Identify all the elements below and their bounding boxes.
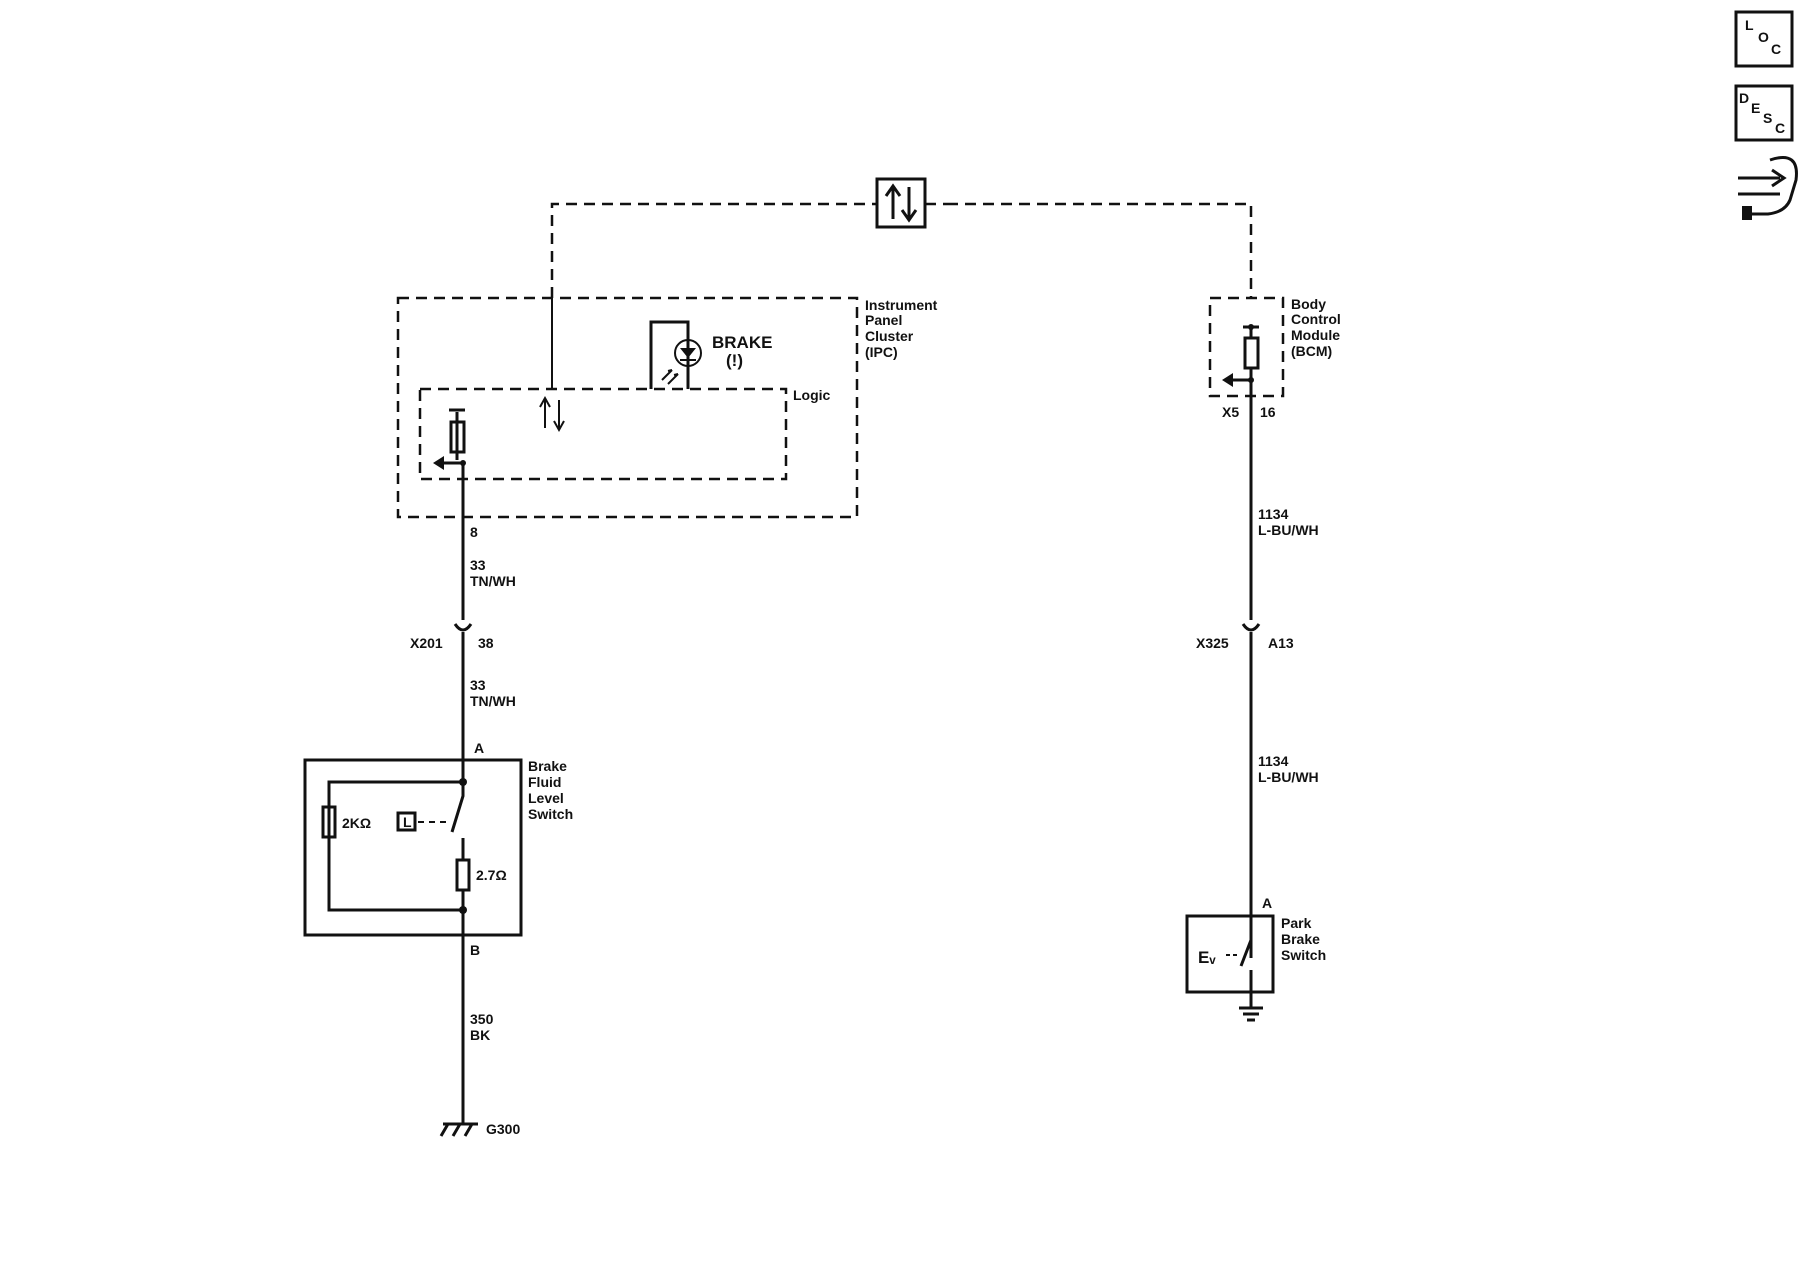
brake-fluid-internal-circuit xyxy=(321,778,471,914)
brake-fluid-title-1: Brake xyxy=(528,758,567,774)
park-brake-title: Park Brake Switch xyxy=(1281,915,1326,963)
bcm-title-line-1: Body xyxy=(1291,296,1326,312)
ground-label: G300 xyxy=(486,1121,520,1137)
resistor-2-7-label: 2.7Ω xyxy=(476,867,507,883)
park-brake-contact xyxy=(1226,916,1253,1008)
bcm-module-outline xyxy=(1208,296,1285,398)
ipc-title: Instrument Panel Cluster (IPC) xyxy=(865,297,938,360)
bcm-input-arrow-icon xyxy=(1222,373,1251,387)
bcm-title: Body Control Module (BCM) xyxy=(1291,296,1341,359)
bcm-input-resistor xyxy=(1243,324,1260,383)
left-wire3-color: BK xyxy=(470,1027,490,1043)
ipc-title-line-1: Instrument xyxy=(865,297,938,313)
ipc-logic-block xyxy=(418,387,788,481)
park-brake-ground-icon xyxy=(1239,1006,1263,1022)
park-brake-title-2: Brake xyxy=(1281,931,1320,947)
x201-connector-icon xyxy=(453,623,473,632)
ipc-input-arrow-icon xyxy=(433,456,463,470)
desc-icon[interactable]: D E S C xyxy=(1734,84,1794,142)
right-wire1-color: L-BU/WH xyxy=(1258,522,1319,538)
left-wire2-circuit: 33 xyxy=(470,677,486,693)
bcm-title-line-2: Control xyxy=(1291,311,1341,327)
desc-letter-s: S xyxy=(1763,110,1772,126)
brake-fluid-pin-a: A xyxy=(474,740,484,756)
brake-lamp xyxy=(649,320,702,389)
park-brake-symbol: Eᵥ xyxy=(1198,948,1216,967)
x325-connector-icon xyxy=(1241,623,1261,632)
park-brake-title-3: Switch xyxy=(1281,947,1326,963)
desc-letter-c: C xyxy=(1775,120,1785,136)
serial-data-link xyxy=(550,202,1253,298)
brake-fluid-title: Brake Fluid Level Switch xyxy=(528,758,573,822)
loc-letter-c: C xyxy=(1771,41,1781,57)
loc-letter-o: O xyxy=(1758,29,1769,45)
ipc-title-line-3: Cluster xyxy=(865,328,914,344)
float-symbol: L xyxy=(403,814,412,830)
x325-pin: A13 xyxy=(1268,635,1294,651)
left-wire2-color: TN/WH xyxy=(470,693,516,709)
park-brake-switch-outline xyxy=(1185,914,1275,994)
brake-fluid-switch-outline xyxy=(303,758,523,937)
brake-lamp-symbol: (!) xyxy=(726,351,743,370)
right-wire1-circuit: 1134 xyxy=(1258,506,1289,522)
desc-letter-d: D xyxy=(1739,90,1749,106)
serial-data-icon xyxy=(875,177,927,229)
bcm-pin: 16 xyxy=(1260,404,1276,420)
bcm-connector: X5 xyxy=(1222,404,1239,420)
loc-icon[interactable]: L O C xyxy=(1734,10,1794,68)
loc-letter-l: L xyxy=(1745,17,1754,33)
park-brake-pin-a: A xyxy=(1262,895,1272,911)
right-wire2-color: L-BU/WH xyxy=(1258,769,1319,785)
brake-lamp-label: BRAKE xyxy=(712,333,772,352)
ipc-serial-arrows-icon xyxy=(539,395,565,433)
brake-fluid-title-4: Switch xyxy=(528,806,573,822)
chassis-ground-icon xyxy=(439,1122,478,1137)
right-wire2-circuit: 1134 xyxy=(1258,753,1289,769)
ipc-title-line-2: Panel xyxy=(865,312,902,328)
ipc-pin-label: 8 xyxy=(470,524,478,540)
ipc-title-line-4: (IPC) xyxy=(865,344,898,360)
desc-letter-e: E xyxy=(1751,100,1760,116)
brake-fluid-title-2: Fluid xyxy=(528,774,561,790)
x201-pin: 38 xyxy=(478,635,494,651)
left-wire1-circuit: 33 xyxy=(470,557,486,573)
ipc-input-resistor xyxy=(449,408,466,466)
left-wire3-circuit: 350 xyxy=(470,1011,494,1027)
brake-fluid-pin-b: B xyxy=(470,942,480,958)
brake-fluid-title-3: Level xyxy=(528,790,564,806)
x201-name: X201 xyxy=(410,635,443,651)
x325-name: X325 xyxy=(1196,635,1229,651)
bcm-title-line-3: Module xyxy=(1291,327,1340,343)
ipc-module-outline xyxy=(396,296,859,519)
park-brake-title-1: Park xyxy=(1281,915,1312,931)
resistor-2k-label: 2KΩ xyxy=(342,815,371,831)
left-wire1-color: TN/WH xyxy=(470,573,516,589)
bcm-title-line-4: (BCM) xyxy=(1291,343,1332,359)
connector-view-icon[interactable] xyxy=(1738,156,1798,221)
ipc-logic-label: Logic xyxy=(793,387,831,403)
